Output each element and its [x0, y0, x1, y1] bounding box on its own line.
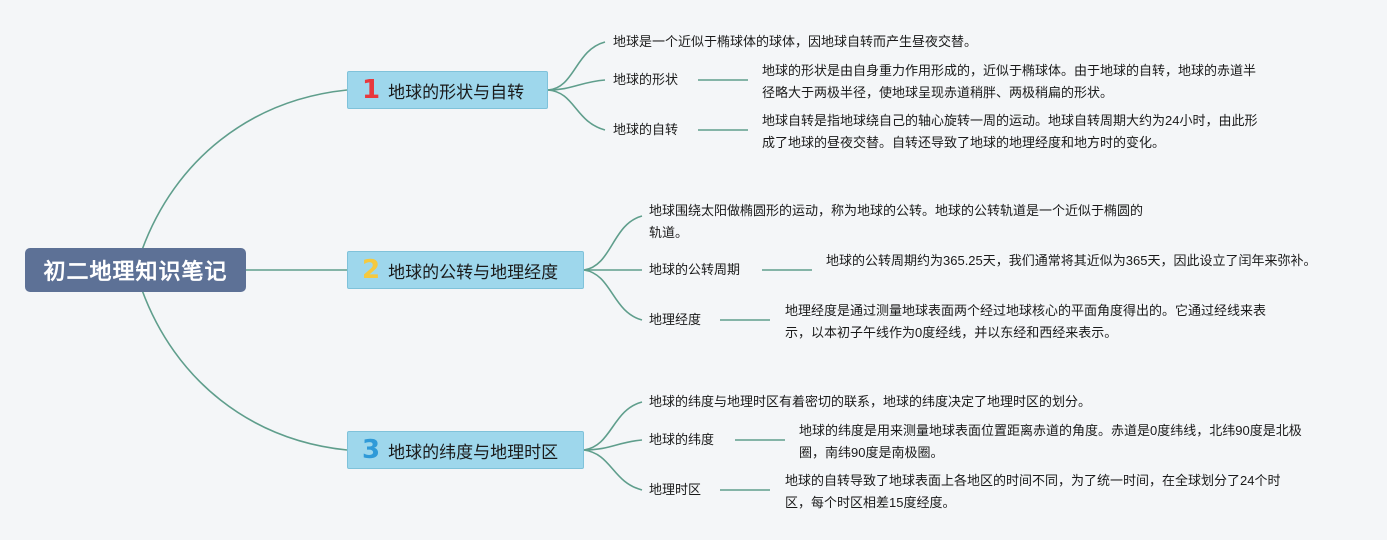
branch-1-item-1-desc[interactable]: 地球的形状是由自身重力作用形成的，近似于椭球体。由于地球的自转，地球的赤道半径略…	[762, 63, 1257, 100]
branch-3-item-2-desc[interactable]: 地球的自转导致了地球表面上各地区的时间不同，为了统一时间，在全球划分了24个时区…	[785, 473, 1281, 510]
branch-title-3: 地球的纬度与地理时区	[388, 442, 559, 462]
root-title: 初二地理知识笔记	[43, 259, 228, 284]
branch-node-1[interactable]: 1 地球的形状与自转	[347, 71, 548, 109]
branch-3-item-1-label[interactable]: 地球的纬度	[649, 432, 715, 447]
connector-b1-item1	[547, 79, 606, 91]
connector-b3-item1	[583, 439, 643, 451]
connector-root-branch-1	[141, 89, 348, 251]
connector-b2-item2	[583, 269, 643, 321]
branch-node-3[interactable]: 3 地球的纬度与地理时区	[347, 431, 584, 469]
branch-1-item-2-label[interactable]: 地球的自转	[613, 122, 679, 137]
branch-1-intro[interactable]: 地球是一个近似于椭球体的球体，因地球自转而产生昼夜交替。	[613, 34, 978, 49]
branch-3-intro[interactable]: 地球的纬度与地理时区有着密切的联系，地球的纬度决定了地理时区的划分。	[649, 394, 1092, 409]
connector-b1-intro	[547, 41, 606, 91]
connector-root-branch-3	[141, 289, 348, 451]
branch-2-item-2-desc[interactable]: 地理经度是通过测量地球表面两个经过地球核心的平面角度得出的。它通过经线来表示，以…	[785, 303, 1267, 340]
branch-3-item-2-label[interactable]: 地理时区	[649, 482, 702, 497]
branch-2-item-1-desc[interactable]: 地球的公转周期约为365.25天，我们通常将其近似为365天，因此设立了闰年来弥…	[826, 253, 1317, 268]
branch-node-2[interactable]: 2 地球的公转与地理经度	[347, 251, 584, 289]
connector-b3-intro	[583, 401, 643, 451]
branch-3-item-1-desc[interactable]: 地球的纬度是用来测量地球表面位置距离赤道的角度。赤道是0度纬线，北纬90度是北极…	[799, 423, 1302, 460]
connector-b3-item2	[583, 449, 643, 491]
branch-2-item-1-label[interactable]: 地球的公转周期	[649, 262, 741, 277]
branch-2-item-2-label[interactable]: 地理经度	[649, 312, 702, 327]
branch-number-3: 3	[362, 435, 381, 465]
branch-number-2: 2	[362, 255, 381, 285]
connector-b2-intro	[583, 215, 643, 271]
branch-number-1: 1	[362, 75, 381, 105]
branch-1-item-2-desc[interactable]: 地球自转是指地球绕自己的轴心旋转一周的运动。地球自转周期大约为24小时，由此形成…	[762, 113, 1258, 150]
connector-b1-item2	[547, 89, 606, 131]
branch-title-1: 地球的形状与自转	[388, 82, 525, 102]
branch-1-item-1-label[interactable]: 地球的形状	[613, 72, 679, 87]
root-node[interactable]: 初二地理知识笔记	[25, 248, 246, 292]
branch-2-intro[interactable]: 地球围绕太阳做椭圆形的运动，称为地球的公转。地球的公转轨道是一个近似于椭圆的轨道…	[649, 203, 1144, 240]
branch-title-2: 地球的公转与地理经度	[388, 262, 559, 282]
